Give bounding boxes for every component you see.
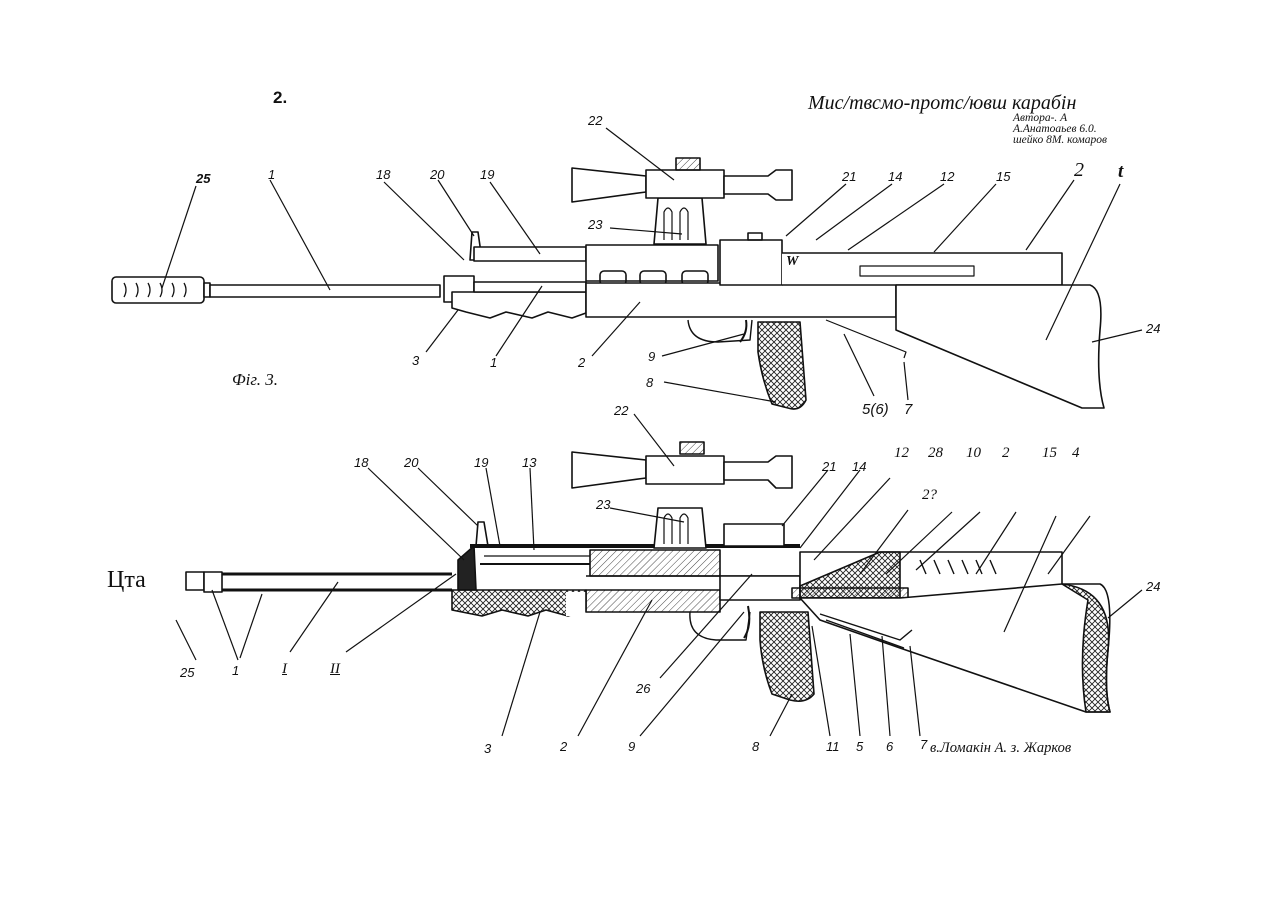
part-label: 18 <box>354 456 368 469</box>
part-label: 1 <box>268 168 275 181</box>
receiver <box>586 283 896 317</box>
stock <box>896 285 1104 408</box>
part-label: 6 <box>886 740 893 753</box>
part-label: W <box>786 255 798 269</box>
side-label: Цта <box>107 567 146 594</box>
part-label: 8 <box>752 740 759 753</box>
part-label: 20 <box>430 168 444 181</box>
part-label: 2? <box>922 488 937 503</box>
scope <box>572 168 646 202</box>
pistol-grip <box>758 322 806 409</box>
part-label: 1 <box>232 664 239 677</box>
handguard <box>452 292 586 318</box>
part-label: 25 <box>196 172 210 185</box>
part-label: 23 <box>588 218 602 231</box>
figure-caption: Фiг. 3. <box>232 370 278 390</box>
part-label: 19 <box>474 456 488 469</box>
part-label: 7 <box>920 738 927 751</box>
footer-credit: в.Ломакін А. з. Жарков <box>930 740 1071 757</box>
part-label: 1 <box>490 356 497 369</box>
part-label: 25 <box>180 666 194 679</box>
part-label: 5(6) <box>862 402 889 417</box>
front-block <box>586 245 718 281</box>
gas-tube <box>474 247 586 261</box>
part-label: 2 <box>578 356 585 369</box>
barrel <box>210 285 440 297</box>
trigger <box>740 320 746 342</box>
part-label: 20 <box>404 456 418 469</box>
part-label: 15 <box>996 170 1010 183</box>
part-label: 24 <box>1146 580 1160 593</box>
part-label: 22 <box>614 404 628 417</box>
part-label: 3 <box>484 742 491 755</box>
part-label: 8 <box>646 376 653 389</box>
part-label: II <box>330 662 340 677</box>
part-label: 14 <box>888 170 902 183</box>
part-label: 10 <box>966 446 981 461</box>
part-label: 15 <box>1042 446 1057 461</box>
part-label: 2 <box>560 740 567 753</box>
part-label: 12 <box>894 446 909 461</box>
part-label: 5 <box>856 740 863 753</box>
part-label: 9 <box>648 350 655 363</box>
part-label: 28 <box>928 446 943 461</box>
part-label: 7 <box>904 402 912 417</box>
part-label: 19 <box>480 168 494 181</box>
part-label: 22 <box>588 114 602 127</box>
part-label: 2 <box>1002 446 1010 461</box>
part-label: 26 <box>636 682 650 695</box>
part-label: 2 <box>1074 160 1084 180</box>
part-label: 4 <box>1072 446 1080 461</box>
part-label: t <box>1118 162 1123 181</box>
part-label: 9 <box>628 740 635 753</box>
part-label: 13 <box>522 456 536 469</box>
part-label: 18 <box>376 168 390 181</box>
part-label: 21 <box>822 460 836 473</box>
part-label: 14 <box>852 460 866 473</box>
part-label: 11 <box>826 740 840 753</box>
part-label: 12 <box>940 170 954 183</box>
receiver-cover <box>720 240 782 285</box>
part-label: 24 <box>1146 322 1160 335</box>
part-label: 21 <box>842 170 856 183</box>
rifle-cutaway-view <box>186 442 1110 712</box>
part-label: 23 <box>596 498 610 511</box>
part-label: I <box>282 662 287 677</box>
part-label: 3 <box>412 354 419 367</box>
